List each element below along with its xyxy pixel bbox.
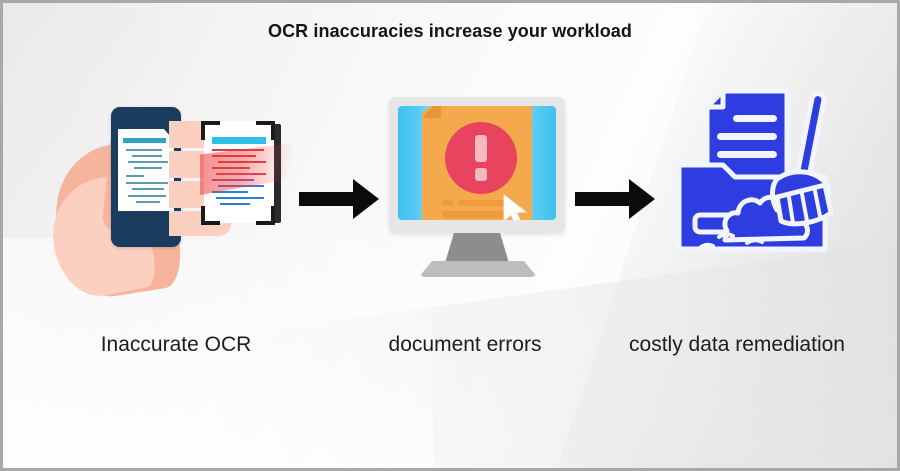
phone-document-line (128, 195, 166, 197)
scan-bracket-bottom-left (201, 206, 220, 225)
dust-sparkle-lines (699, 232, 764, 249)
scanned-document-line (212, 191, 248, 193)
arrow-shaft (299, 192, 355, 206)
scanned-document-line (218, 185, 264, 187)
flow-stage (3, 83, 897, 304)
caption-data-remediation: costly data remediation (629, 333, 845, 356)
phone-document-line (128, 161, 168, 163)
error-document-line (458, 200, 505, 206)
folder-broom-icon (676, 88, 834, 252)
phone-document-preview (118, 129, 174, 211)
scanned-document-error-line (216, 173, 266, 175)
scanned-document-line (216, 197, 264, 199)
document-text-lines (717, 115, 777, 158)
scanned-document-error-line (212, 149, 264, 151)
monitor-icon (389, 97, 565, 233)
monitor-stand-base (419, 261, 537, 277)
phone-document-line (126, 175, 144, 177)
caption-row: Inaccurate OCR document errors costly da… (3, 333, 897, 379)
scanned-document-error-line (212, 155, 256, 157)
phone-document-line (126, 182, 168, 184)
document-fold-corner (704, 88, 726, 110)
caption-document-errors: document errors (388, 333, 542, 356)
monitor-stand-neck (445, 233, 509, 263)
arrow-head (353, 179, 379, 219)
broom-bristle-lines (787, 189, 822, 225)
caption-inaccurate-ocr: Inaccurate OCR (100, 333, 252, 356)
scanned-document-line (220, 203, 250, 205)
scanned-document-error-line (212, 167, 250, 169)
scanned-document-heading (212, 137, 266, 144)
page-title: OCR inaccuracies increase your workload (267, 21, 633, 41)
scan-bracket-top-left (201, 121, 220, 140)
document-line (717, 133, 777, 140)
broom-handle (795, 91, 827, 179)
monitor-screen (398, 106, 556, 220)
phone-document-line (134, 167, 162, 169)
error-document-dash (442, 200, 453, 206)
scanned-document-icon (200, 121, 294, 225)
document-line (733, 115, 777, 122)
phone-document-line (126, 149, 162, 151)
phone-document-line (136, 201, 160, 203)
scanned-document-mixed-line (212, 179, 254, 181)
phone-document-heading (123, 138, 166, 143)
error-document-line (442, 211, 505, 218)
scan-bracket-top-right (256, 121, 275, 140)
arrow-head (629, 179, 655, 219)
arrow-shaft (575, 192, 631, 206)
document-line (717, 151, 777, 158)
exclamation-bar (475, 135, 487, 162)
exclamation-dot (475, 168, 487, 181)
scanned-document-error-line (218, 161, 266, 163)
alert-exclamation-icon (445, 122, 517, 194)
illustration-inaccurate-ocr (42, 83, 301, 304)
illustration-data-remediation (665, 87, 841, 277)
flow-arrow-1-icon (299, 179, 379, 219)
illustration-document-errors (389, 89, 565, 285)
phone-document-line (132, 188, 164, 190)
flow-arrow-2-icon (575, 179, 655, 219)
phone-document-line (132, 155, 162, 157)
scan-bracket-bottom-right (256, 206, 275, 225)
